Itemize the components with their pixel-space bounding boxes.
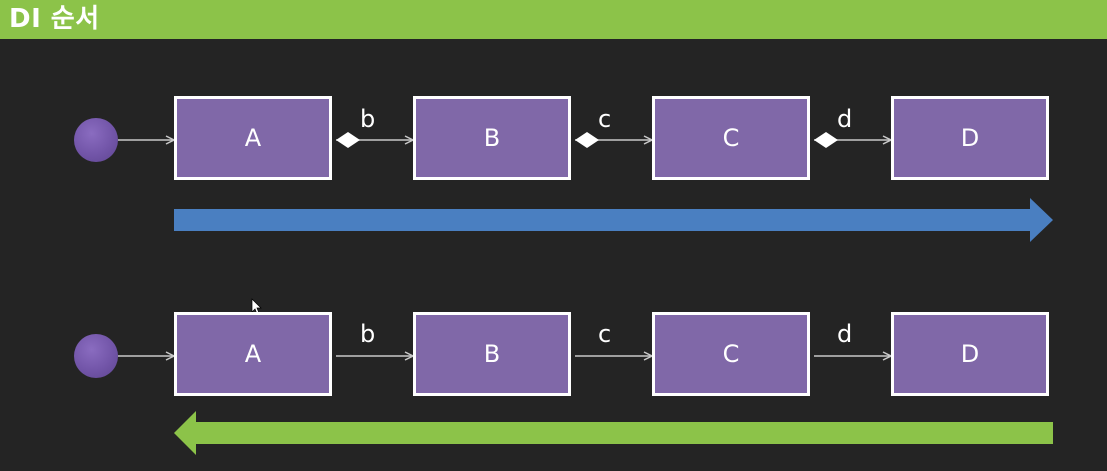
node-a-row2: A xyxy=(174,312,332,396)
node-b-row1: B xyxy=(413,96,571,180)
edge-label-b-row2: b xyxy=(360,320,376,348)
diamond-a-row1 xyxy=(336,132,360,148)
node-c-row2: C xyxy=(652,312,810,396)
edge-label-b-row1: b xyxy=(360,105,376,133)
node-d-row2: D xyxy=(891,312,1049,396)
backward-arrow xyxy=(174,411,1053,455)
node-a-row1: A xyxy=(174,96,332,180)
start-node-row1 xyxy=(74,118,118,162)
edge-label-c-row2: c xyxy=(598,320,612,348)
node-d-row1: D xyxy=(891,96,1049,180)
forward-arrow xyxy=(174,198,1053,242)
diamond-b-row1 xyxy=(575,132,599,148)
start-node-row2 xyxy=(74,334,118,378)
edge-label-d-row1: d xyxy=(837,105,853,133)
edge-label-d-row2: d xyxy=(837,320,853,348)
diamond-c-row1 xyxy=(814,132,838,148)
node-c-row1: C xyxy=(652,96,810,180)
edge-label-c-row1: c xyxy=(598,105,612,133)
node-b-row2: B xyxy=(413,312,571,396)
slide-title: DI 순서 xyxy=(9,4,100,34)
title-bar: DI 순서 xyxy=(0,0,1107,39)
